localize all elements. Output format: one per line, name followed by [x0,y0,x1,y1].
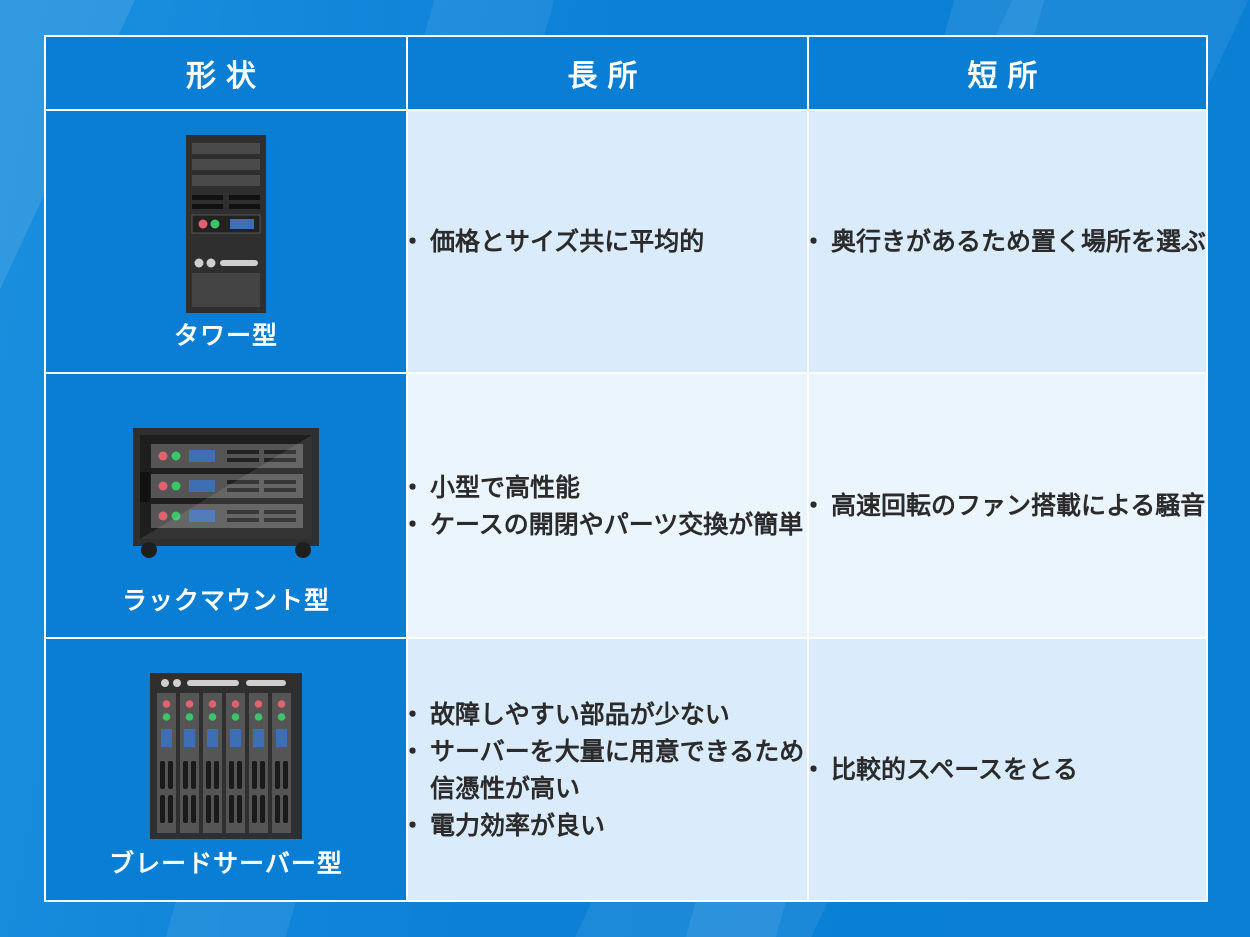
table-row: ブレードサーバー型 故障しやすい部品が少ない サーバーを大量に用意できるため信憑… [44,637,1208,902]
table-header-row: 形状 長所 短所 [44,35,1208,111]
pros-cell: 故障しやすい部品が少ない サーバーを大量に用意できるため信憑性が高い 電力効率が… [400,637,809,902]
list-item: サーバーを大量に用意できるため信憑性が高い [400,733,807,807]
header-cons: 短所 [807,35,1208,111]
pros-list: 故障しやすい部品が少ない サーバーを大量に用意できるため信憑性が高い 電力効率が… [400,696,807,844]
list-item: 奥行きがあるため置く場所を選ぶ [801,223,1206,260]
header-pros: 長所 [406,35,809,111]
cons-list: 奥行きがあるため置く場所を選ぶ [801,223,1206,260]
cons-cell: 比較的スペースをとる [801,637,1208,902]
table-row: タワー型 価格とサイズ共に平均的 奥行きがあるため置く場所を選ぶ [44,109,1208,374]
shape-label: ラックマウント型 [121,586,330,615]
shape-label: タワー型 [173,321,278,350]
pros-cell: 小型で高性能 ケースの開閉やパーツ交換が簡単 [400,372,809,639]
list-item: 電力効率が良い [400,807,807,844]
list-item: 高速回転のファン搭載による騒音 [801,487,1206,524]
shape-label: ブレードサーバー型 [109,849,343,878]
server-comparison-table: 形状 長所 短所 [44,35,1208,902]
list-item: 価格とサイズ共に平均的 [400,223,807,260]
table-row: ラックマウント型 小型で高性能 ケースの開閉やパーツ交換が簡単 高速回転のファン… [44,372,1208,639]
tower-server-icon [46,135,406,315]
shape-cell-rackmount: ラックマウント型 [44,372,408,639]
list-item: 故障しやすい部品が少ない [400,696,807,733]
cons-list: 比較的スペースをとる [801,751,1206,788]
cons-cell: 奥行きがあるため置く場所を選ぶ [801,109,1208,374]
list-item: ケースの開閉やパーツ交換が簡単 [400,506,807,543]
pros-cell: 価格とサイズ共に平均的 [400,109,809,374]
list-item: 小型で高性能 [400,469,807,506]
blade-server-icon [46,673,406,841]
header-shape: 形状 [44,35,408,111]
shape-cell-blade: ブレードサーバー型 [44,637,408,902]
list-item: 比較的スペースをとる [801,751,1206,788]
rackmount-server-icon [46,428,406,560]
cons-cell: 高速回転のファン搭載による騒音 [801,372,1208,639]
pros-list: 価格とサイズ共に平均的 [400,223,807,260]
pros-list: 小型で高性能 ケースの開閉やパーツ交換が簡単 [400,469,807,543]
shape-cell-tower: タワー型 [44,109,408,374]
cons-list: 高速回転のファン搭載による騒音 [801,487,1206,524]
